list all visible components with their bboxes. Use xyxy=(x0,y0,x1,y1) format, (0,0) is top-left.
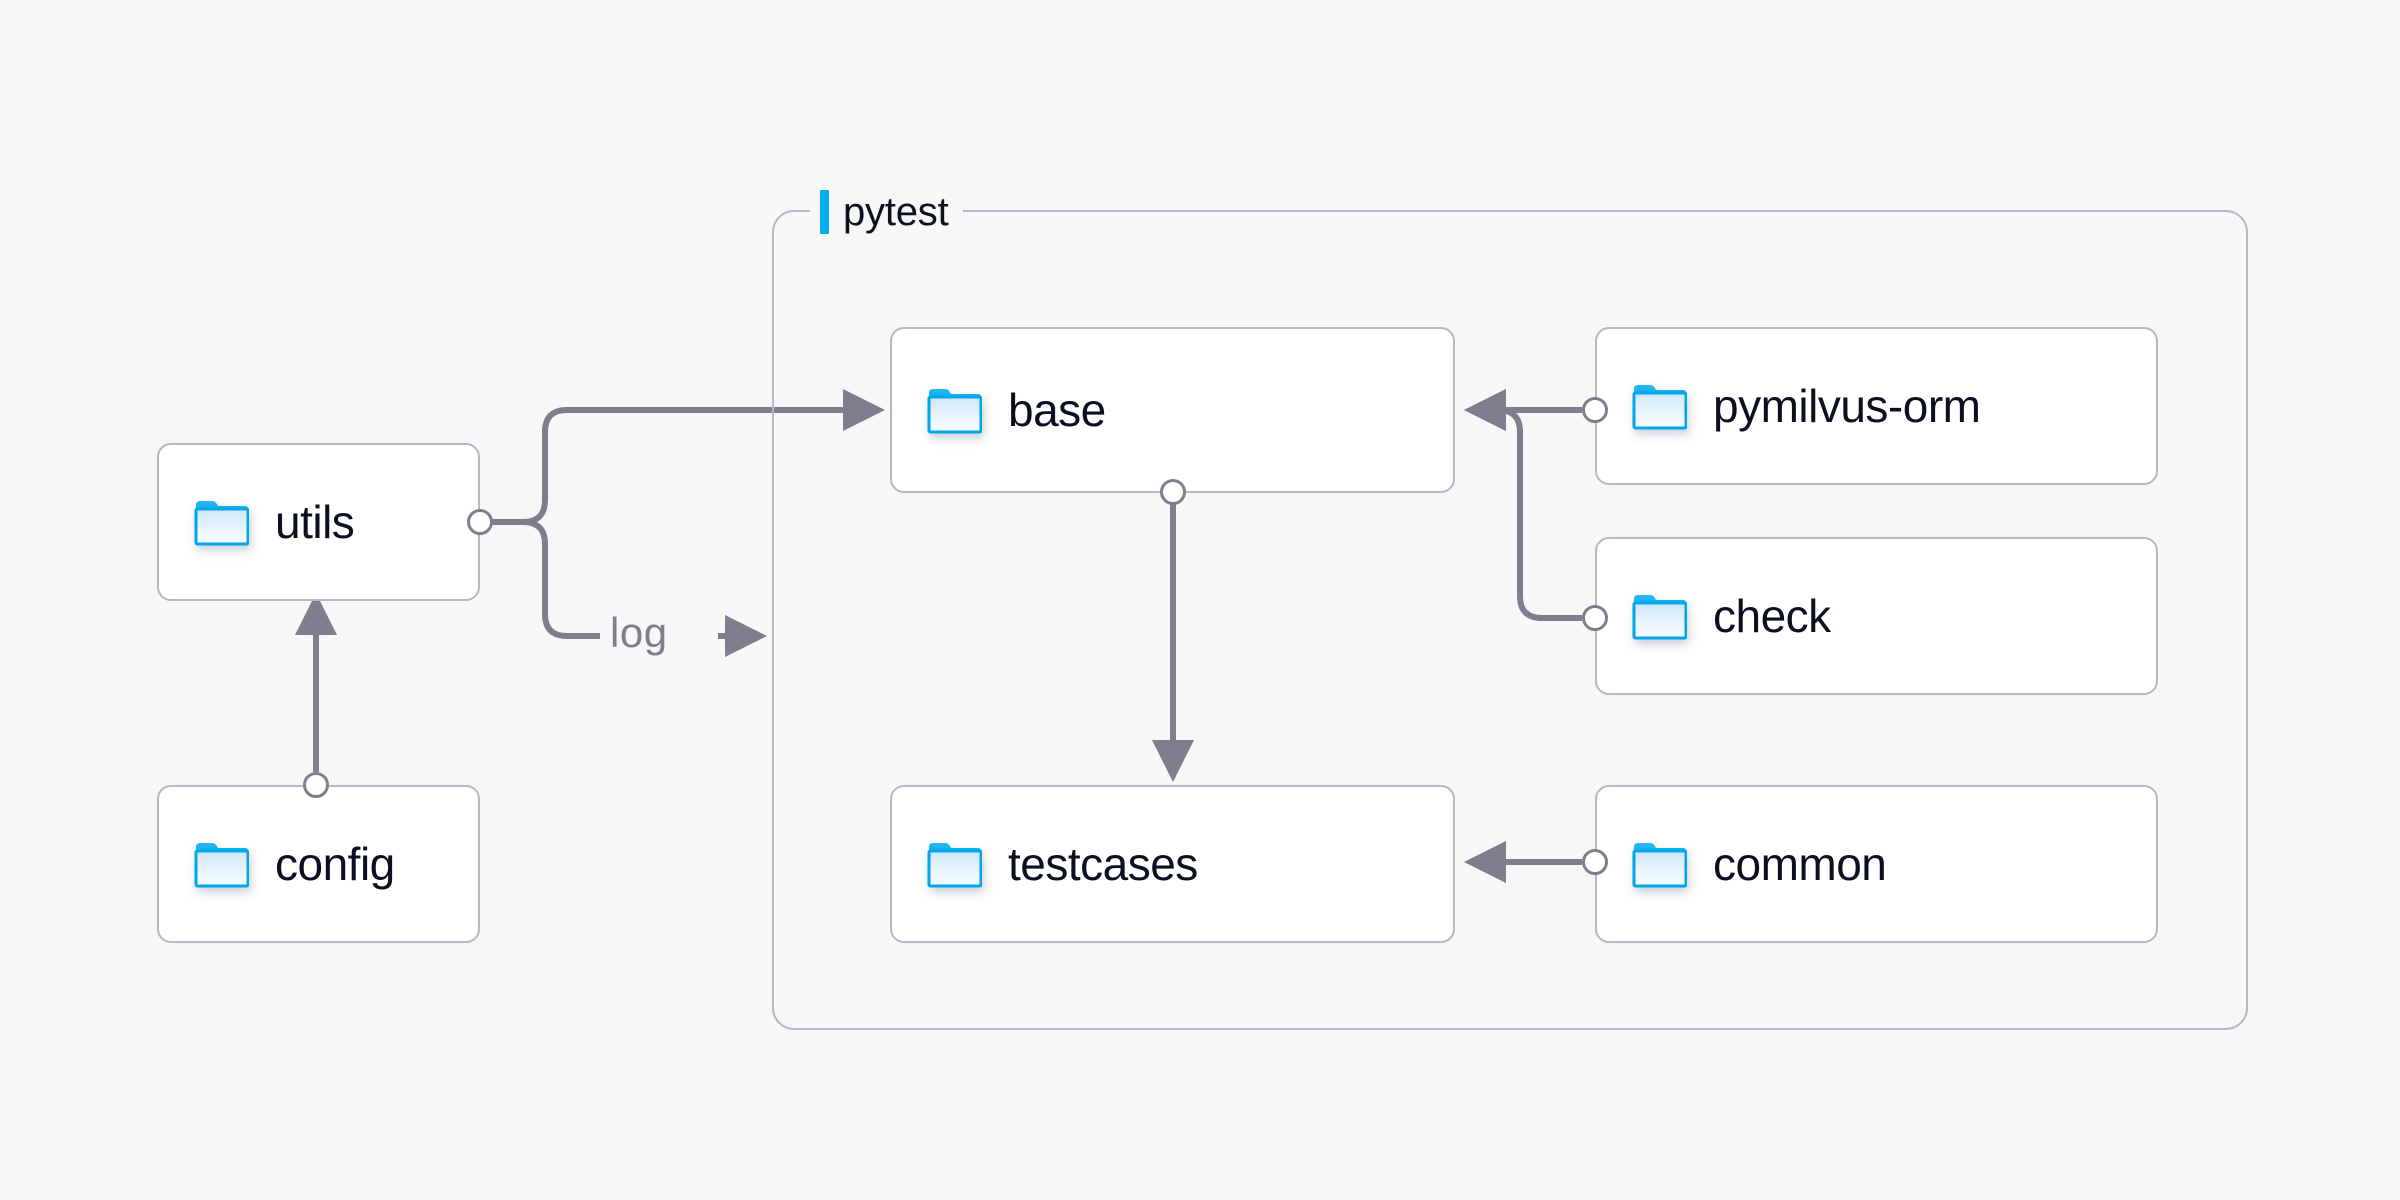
node-testcases[interactable]: testcases xyxy=(890,785,1455,943)
group-pytest[interactable] xyxy=(772,210,2248,1030)
folder-icon xyxy=(193,839,250,889)
group-accent-bar xyxy=(820,190,829,234)
node-common-label: common xyxy=(1713,838,1887,890)
port-check-left[interactable] xyxy=(1582,605,1608,631)
folder-icon xyxy=(1631,381,1688,431)
node-pymilvus-orm-label: pymilvus-orm xyxy=(1713,380,1981,432)
node-utils-label: utils xyxy=(275,496,355,548)
folder-icon xyxy=(1631,839,1688,889)
node-check-label: check xyxy=(1713,590,1831,642)
folder-icon xyxy=(1631,591,1688,641)
folder-icon xyxy=(926,385,983,435)
port-pymilvus-orm-left[interactable] xyxy=(1582,397,1608,423)
edge-label-log: log xyxy=(600,612,678,654)
folder-icon xyxy=(926,839,983,889)
node-base[interactable]: base xyxy=(890,327,1455,493)
group-pytest-label: pytest xyxy=(843,190,949,234)
port-base-bottom[interactable] xyxy=(1160,479,1186,505)
node-check[interactable]: check xyxy=(1595,537,2158,695)
port-utils-right[interactable] xyxy=(467,509,493,535)
port-common-left[interactable] xyxy=(1582,849,1608,875)
group-pytest-label-wrap: pytest xyxy=(810,184,963,240)
folder-icon xyxy=(193,497,250,547)
edge-check-base xyxy=(1464,389,1582,621)
node-config-label: config xyxy=(275,838,395,890)
edge-utils-log xyxy=(487,519,600,639)
node-testcases-label: testcases xyxy=(1008,838,1198,890)
node-common[interactable]: common xyxy=(1595,785,2158,943)
node-config[interactable]: config xyxy=(157,785,480,943)
node-pymilvus-orm[interactable]: pymilvus-orm xyxy=(1595,327,2158,485)
node-utils[interactable]: utils xyxy=(157,443,480,601)
port-config-top[interactable] xyxy=(303,772,329,798)
node-base-label: base xyxy=(1008,384,1106,436)
